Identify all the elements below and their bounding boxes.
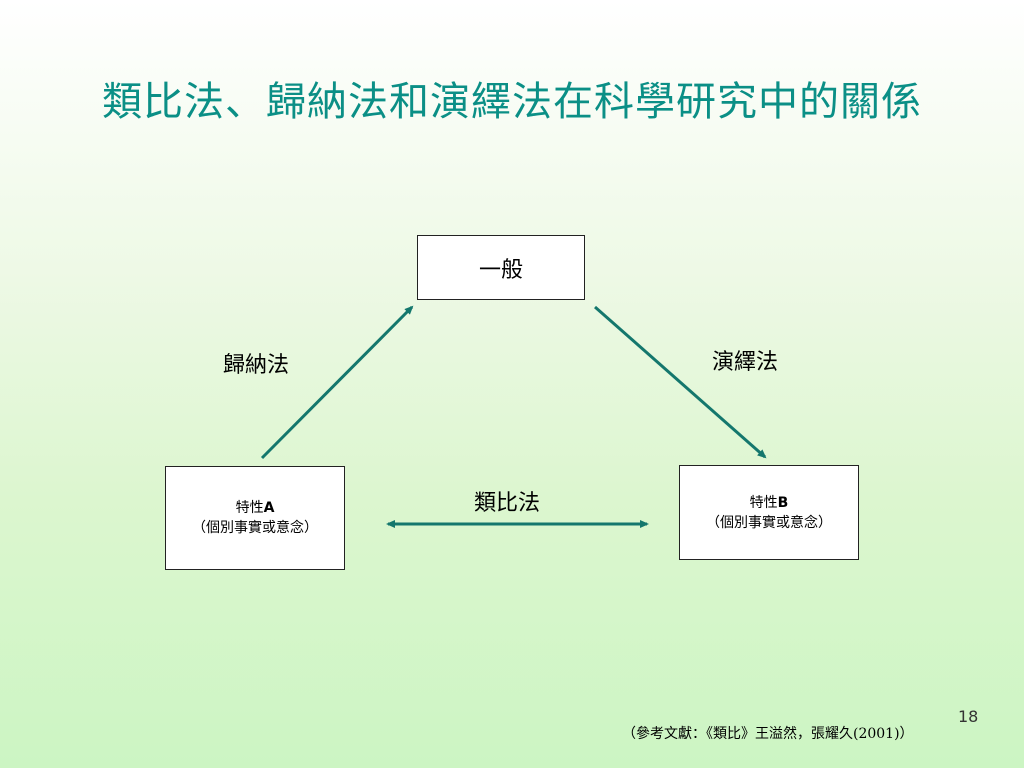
page-number: 18 [958,707,979,726]
slide-title: 類比法、歸納法和演繹法在科學研究中的關係 [102,79,922,125]
trait-b-letter: B [777,494,789,511]
trait-a-box: 特性A （個別事實或意念） [165,466,345,570]
induction-label: 歸納法 [223,353,290,378]
trait-a-prefix: 特性 [235,500,264,516]
induction-arrow [260,305,414,460]
deduction-label: 演繹法 [712,350,779,375]
trait-b-name: 特性B [750,493,789,513]
analogy-label: 類比法 [474,491,541,516]
general-box: 一般 [417,235,585,300]
reference-citation: （參考文獻：《類比》王溢然，張耀久(2001)） [622,726,914,742]
trait-a-detail: （個別事實或意念） [192,520,318,536]
trait-b-detail: （個別事實或意念） [706,514,832,531]
deduction-arrow [594,305,767,459]
trait-a-letter: A [263,500,275,516]
trait-b-prefix: 特性 [749,494,778,511]
trait-a-name: 特性A [236,498,275,518]
general-label: 一般 [478,257,523,283]
trait-b-box: 特性B （個別事實或意念） [679,465,859,560]
